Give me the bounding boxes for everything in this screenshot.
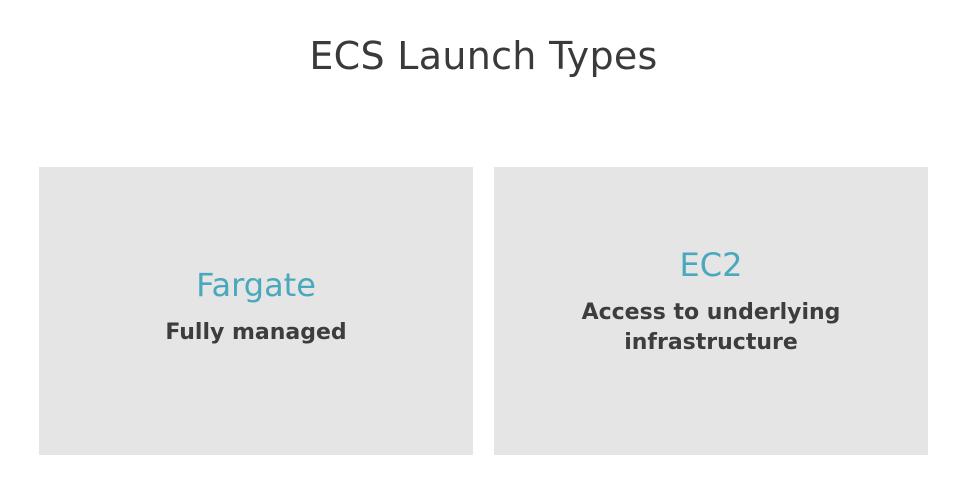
ec2-description-line-2: infrastructure — [624, 330, 798, 356]
ec2-description: Access to underlying infrastructure — [582, 298, 841, 360]
ec2-description-line-1: Access to underlying — [581, 299, 841, 325]
fargate-card: Fargate Fully managed — [39, 167, 473, 455]
ec2-heading: EC2 — [679, 245, 743, 284]
ec2-card: EC2 Access to underlying infrastructure — [494, 167, 928, 455]
fargate-description: Fully managed — [165, 320, 347, 345]
fargate-heading: Fargate — [196, 266, 316, 305]
slide-title: ECS Launch Types — [309, 34, 658, 78]
